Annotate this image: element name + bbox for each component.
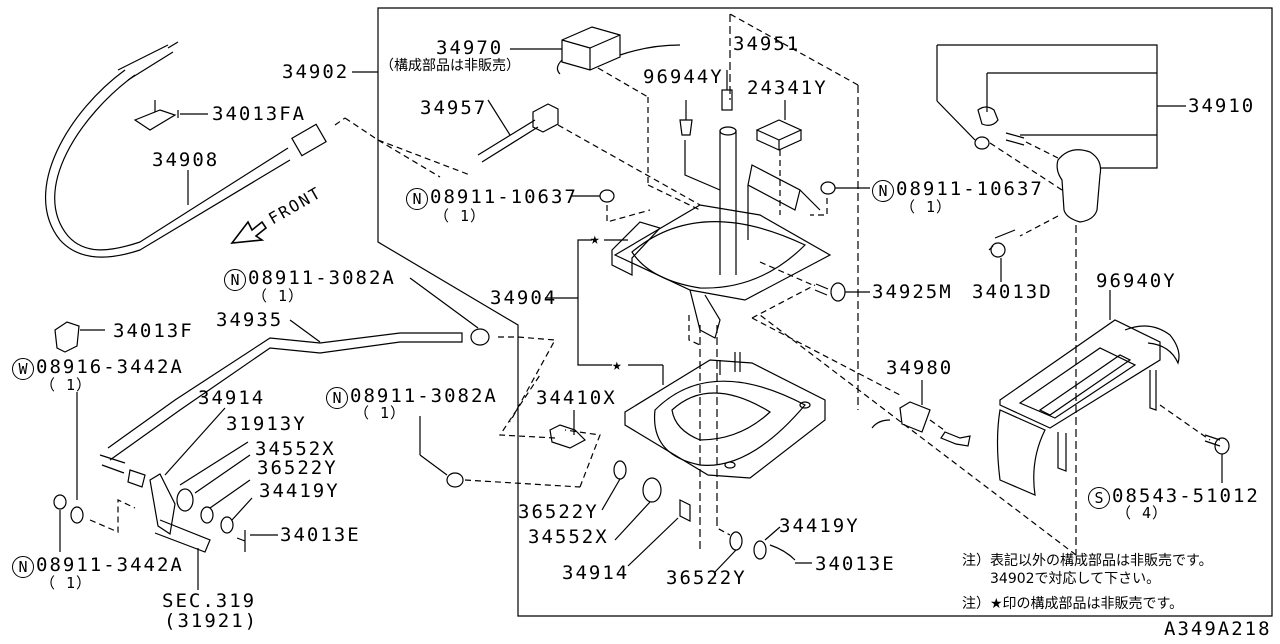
- qty-nut-10637-left: （ 1）: [434, 207, 487, 225]
- nut-right-icon: [820, 181, 836, 195]
- label-34980[interactable]: 34980: [886, 357, 954, 379]
- label-34013D[interactable]: 34013D: [972, 281, 1053, 303]
- nut-symbol-icon: N: [872, 180, 894, 202]
- label-34904[interactable]: 34904: [490, 287, 558, 309]
- label-96940Y[interactable]: 96940Y: [1096, 270, 1177, 292]
- assembly-frame: [377, 7, 1273, 617]
- label-34902[interactable]: 34902: [282, 61, 350, 83]
- label-36522Y-right[interactable]: 36522Y: [666, 567, 747, 589]
- label-34552X-mid[interactable]: 34552X: [528, 526, 609, 548]
- label-34925M[interactable]: 34925M: [872, 281, 953, 303]
- qty-nut-3082A-mid: （ 1）: [354, 404, 407, 422]
- label-36522Y-mid[interactable]: 36522Y: [518, 501, 599, 523]
- label-24341Y[interactable]: 24341Y: [747, 77, 828, 99]
- label-34910[interactable]: 34910: [1188, 95, 1256, 117]
- label-34970[interactable]: 34970: [436, 37, 504, 59]
- switch-34970: [556, 26, 681, 75]
- label-34552X-left[interactable]: 34552X: [255, 438, 336, 460]
- label-sec-319-sub: (31921): [164, 610, 259, 632]
- label-34914-mid[interactable]: 34914: [562, 562, 630, 584]
- note-3: 注）★印の構成部品は非販売です。: [962, 596, 1184, 612]
- nut-left-icon: [599, 189, 615, 203]
- label-34410X[interactable]: 34410X: [536, 387, 617, 409]
- nut-symbol-icon: N: [326, 387, 348, 409]
- qty-nut-10637-right: （ 1）: [900, 198, 953, 216]
- note-1: 注）表記以外の構成部品は非販売です。: [962, 553, 1213, 569]
- screw-symbol-icon: S: [1088, 487, 1110, 509]
- label-34935[interactable]: 34935: [216, 309, 284, 331]
- nut-symbol-icon: N: [12, 556, 34, 578]
- nut-symbol-icon: N: [406, 188, 428, 210]
- washer-symbol-icon: W: [12, 358, 34, 380]
- cable-34908: [44, 41, 327, 258]
- nut-34935-icon: [470, 328, 490, 346]
- label-34013E-left[interactable]: 34013E: [280, 524, 361, 546]
- qty-nut-3442A: （ 1）: [40, 574, 93, 592]
- rod-34935: [107, 332, 463, 461]
- label-34013FA[interactable]: 34013FA: [212, 103, 307, 125]
- nut-symbol-icon: N: [224, 269, 246, 291]
- shift-lever-assembly: [611, 126, 832, 339]
- qty-screw-51012: （ 4）: [1116, 504, 1169, 522]
- star-icon: ★: [590, 229, 600, 248]
- bracket-34980: [899, 401, 931, 433]
- label-34419Y-left[interactable]: 34419Y: [259, 480, 340, 502]
- label-34951[interactable]: 34951: [733, 33, 801, 55]
- label-34013F[interactable]: 34013F: [113, 320, 194, 342]
- shift-knob: [974, 106, 1102, 223]
- label-34970-note: （構成部品は非販売）: [380, 58, 520, 74]
- front-arrow-icon: [230, 220, 268, 244]
- star-icon: ★: [612, 355, 622, 374]
- clip-34013FA: [133, 100, 179, 131]
- diagram-code: A349A218: [1164, 618, 1272, 640]
- label-34013E-right[interactable]: 34013E: [815, 553, 896, 575]
- label-34419Y-right[interactable]: 34419Y: [779, 515, 860, 537]
- bracket-34910: [937, 44, 1158, 169]
- note-2: 34902で対応して下さい。: [962, 571, 1161, 587]
- lower-plate: [624, 352, 826, 479]
- console-96940Y: [996, 319, 1180, 496]
- label-sec-319[interactable]: SEC.319: [162, 590, 257, 612]
- label-36522Y-left[interactable]: 36522Y: [257, 457, 338, 479]
- qty-nut-3082A-top: （ 1）: [252, 287, 305, 305]
- rod-34957: [477, 103, 559, 163]
- label-34914-left[interactable]: 34914: [198, 387, 266, 409]
- qty-washer-3442A: （ 1）: [40, 376, 93, 394]
- label-34908[interactable]: 34908: [152, 149, 220, 171]
- label-31913Y[interactable]: 31913Y: [226, 413, 307, 435]
- label-34957[interactable]: 34957: [420, 97, 488, 119]
- label-96944Y[interactable]: 96944Y: [643, 66, 724, 88]
- clip-34013F: [54, 321, 80, 353]
